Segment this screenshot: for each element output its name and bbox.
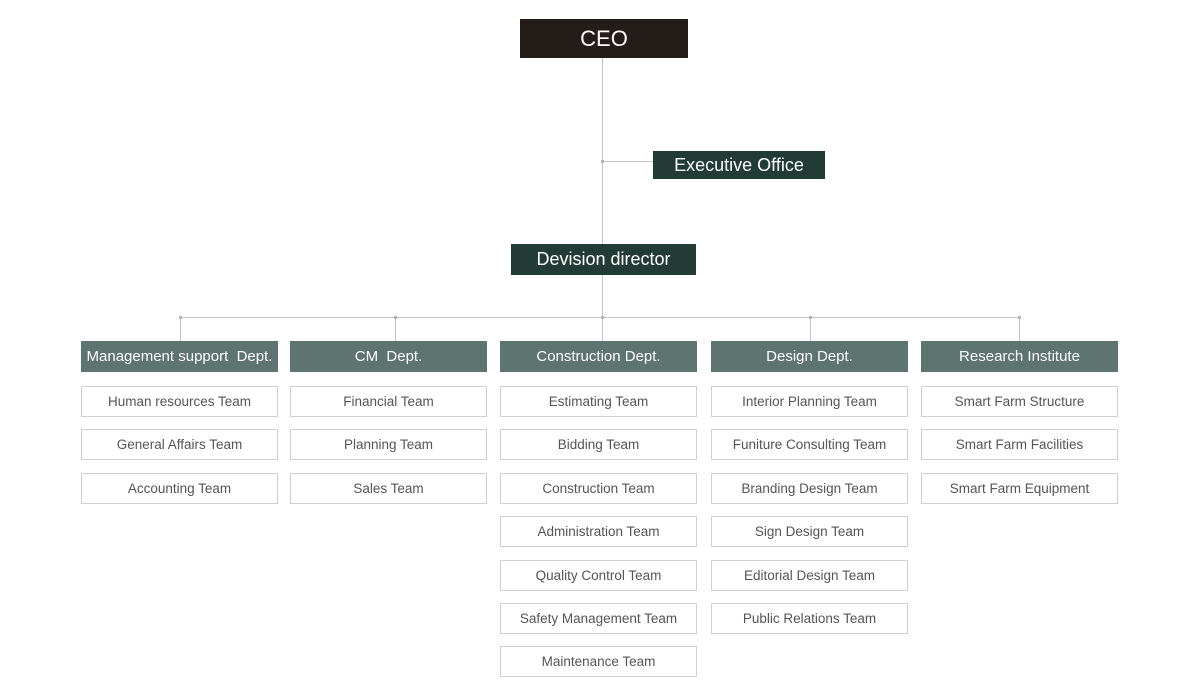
department-research-institute: Research Institute Smart Farm Structure … <box>921 341 1118 516</box>
department-header: CM Dept. <box>290 341 487 372</box>
director-to-departments-connector <box>602 275 603 317</box>
team-list: Financial Team Planning Team Sales Team <box>290 386 487 504</box>
ceo-box: CEO <box>520 19 688 58</box>
departments-horizontal-connector <box>180 317 1020 318</box>
junction-dot <box>179 316 182 319</box>
department-header: Research Institute <box>921 341 1118 372</box>
department-header: Construction Dept. <box>500 341 697 372</box>
team-box: Funiture Consulting Team <box>711 429 908 461</box>
team-box: Quality Control Team <box>500 559 697 591</box>
team-box: Planning Team <box>290 429 487 461</box>
team-box: Maintenance Team <box>500 646 697 678</box>
team-box: Editorial Design Team <box>711 559 908 591</box>
team-box: General Affairs Team <box>81 429 278 461</box>
team-box: Human resources Team <box>81 386 278 417</box>
department-construction: Construction Dept. Estimating Team Biddi… <box>500 341 697 690</box>
junction-dot <box>394 316 397 319</box>
team-box: Construction Team <box>500 472 697 504</box>
dept-connector-design <box>810 317 811 341</box>
department-management-support: Management support Dept. Human resources… <box>81 341 278 516</box>
dept-connector-construction <box>602 317 603 341</box>
team-box: Smart Farm Facilities <box>921 429 1118 461</box>
team-box: Smart Farm Structure <box>921 386 1118 417</box>
team-list: Estimating Team Bidding Team Constructio… <box>500 386 697 678</box>
team-box: Sign Design Team <box>711 516 908 548</box>
team-box: Accounting Team <box>81 472 278 504</box>
department-header: Design Dept. <box>711 341 908 372</box>
team-box: Safety Management Team <box>500 602 697 634</box>
team-box: Branding Design Team <box>711 472 908 504</box>
team-box: Public Relations Team <box>711 602 908 634</box>
team-list: Human resources Team General Affairs Tea… <box>81 386 278 504</box>
department-design: Design Dept. Interior Planning Team Funi… <box>711 341 908 646</box>
department-header: Management support Dept. <box>81 341 278 372</box>
executive-office-connector <box>602 161 653 162</box>
junction-dot <box>601 316 604 319</box>
executive-office-box: Executive Office <box>653 151 825 179</box>
dept-connector-research <box>1019 317 1020 341</box>
junction-dot <box>809 316 812 319</box>
junction-dot <box>1018 316 1021 319</box>
division-director-box: Devision director <box>511 244 696 275</box>
department-cm: CM Dept. Financial Team Planning Team Sa… <box>290 341 487 516</box>
team-box: Estimating Team <box>500 386 697 417</box>
team-box: Financial Team <box>290 386 487 417</box>
team-box: Sales Team <box>290 472 487 504</box>
team-box: Smart Farm Equipment <box>921 472 1118 504</box>
executive-office-junction-dot <box>601 160 604 163</box>
dept-connector-management <box>180 317 181 341</box>
dept-connector-cm <box>395 317 396 341</box>
team-box: Administration Team <box>500 516 697 548</box>
team-box: Bidding Team <box>500 429 697 461</box>
team-list: Smart Farm Structure Smart Farm Faciliti… <box>921 386 1118 504</box>
team-list: Interior Planning Team Funiture Consulti… <box>711 386 908 634</box>
ceo-to-director-connector <box>602 58 603 244</box>
team-box: Interior Planning Team <box>711 386 908 417</box>
